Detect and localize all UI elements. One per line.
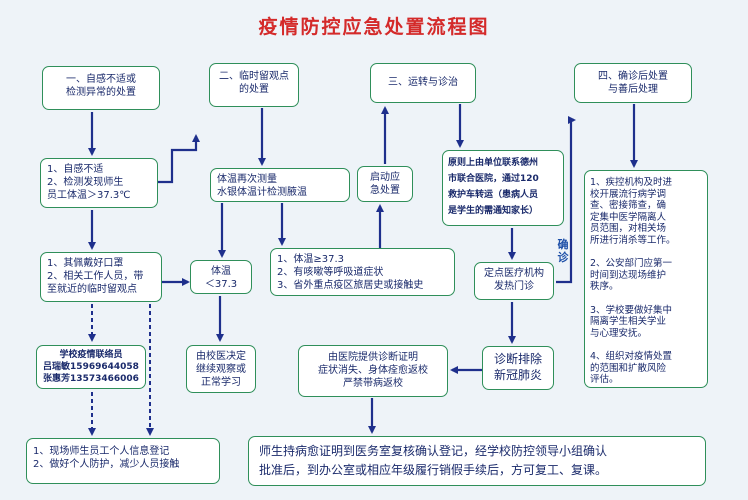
text-line: 学校疫情联络员 (59, 350, 123, 360)
text-line: 由校医决定 (196, 351, 246, 362)
text-line: 所进行消杀等工作。 (590, 234, 676, 246)
text-line: 三、运转与诊治 (388, 77, 458, 88)
box-recheck-temperature: 体温再次测量水银体温计检测腋温 (210, 168, 350, 202)
text-line: 体温再次测量 (217, 174, 277, 185)
text-line: 正常学习 (201, 377, 241, 388)
text-line: 与善后处理 (608, 84, 658, 95)
box-temperature-high: 1、体温≥37.3 2、有咳嗽等呼吸道症状 3、省外重点疫区旅居史或接触史 (270, 248, 455, 296)
text-line: 1、疾控机构及时进 (590, 177, 673, 188)
text-line: 时间到达现场维护 (590, 269, 667, 281)
header-step-3: 三、运转与诊治 (370, 63, 476, 103)
text-line: 员工体温＞37.3℃ (47, 190, 131, 201)
text-line: 检测异常的处置 (66, 87, 136, 98)
box-nurse-decides: 由校医决定继续观察或正常学习 (186, 345, 256, 393)
text-line: 1、其佩戴好口罩 (47, 258, 124, 269)
text-line: 市联合医院，通过120 (448, 174, 539, 184)
text-line (590, 339, 702, 351)
box-hospital-certificate: 由医院提供诊断证明症状消失、身体痊愈返校严禁带病返校 (298, 345, 448, 397)
text-line: 校开展流行病学调 (590, 188, 667, 200)
header-step-4: 四、确诊后处置与善后处理 (574, 63, 692, 103)
text-line: 是学生的需通知家长） (448, 206, 539, 216)
arrow-clinic-confirmed (556, 116, 576, 284)
box-return-to-work: 师生持病愈证明到医务室复核确认登记，经学校防控领导小组确认批准后，到办公室或相应… (248, 436, 706, 486)
text-line: 评估。 (590, 374, 619, 386)
text-line: 2、检测发现师生 (47, 177, 124, 188)
text-line: 2、相关工作人员，带 (47, 271, 144, 282)
box-exclude-covid: 诊断排除新冠肺炎 (482, 346, 554, 390)
text-line: 症状消失、身体痊愈返校 (318, 365, 428, 376)
box-school-liaison: 学校疫情联络员吕瑞敏15969644058 张惠芳13573466006 (36, 345, 146, 389)
page-title: 疫情防控应急处置流程图 (258, 16, 490, 38)
text-line: 四、确诊后处置 (598, 71, 668, 82)
text-line: ＜37.3 (204, 279, 238, 290)
text-line: 诊断排除 (493, 352, 542, 366)
box-wear-mask: 1、其佩戴好口罩 2、相关工作人员，带至就近的临时留观点 (40, 252, 162, 302)
text-line: 原则上由单位联系德州 (448, 158, 539, 168)
text-line: 新冠肺炎 (493, 368, 542, 382)
text-line: 发热门诊 (494, 281, 534, 292)
text-line: 张惠芳13573466006 (43, 374, 139, 384)
header-step-2: 二、临时留观点的处置 (209, 63, 299, 107)
label-confirmed: 确诊 (557, 238, 569, 264)
text-line: 1、自感不适 (47, 164, 104, 175)
box-confirmed-actions: 1、疾控机构及时进校开展流行病学调查、密接筛查，确定集中医学隔离人员范围，对相关… (584, 170, 708, 388)
text-line (590, 293, 702, 305)
text-line: 1、体温≥37.3 (277, 254, 345, 265)
text-line: 救护车转运（患病人员 (448, 190, 539, 200)
text-line: 至就近的临时留观点 (47, 284, 137, 295)
box-register-info: 1、现场师生员工个人信息登记 2、做好个人防护，减少人员接触 (26, 438, 220, 484)
text-line: 由医院提供诊断证明 (328, 352, 418, 363)
text-line: 严禁带病返校 (343, 378, 403, 389)
text-line: 启动应 (370, 172, 400, 183)
box-self-unwell: 1、自感不适 2、检测发现师生员工体温＞37.3℃ (40, 158, 158, 208)
header-step-1: 一、自感不适或检测异常的处置 (42, 66, 160, 110)
text-line: 定点医疗机构 (484, 268, 544, 279)
text-line: 隔离学生相关学业 (590, 316, 667, 328)
box-temperature-normal: 体温 ＜37.3 (190, 260, 252, 294)
text-line: 批准后，到办公室或相应年级履行销假手续后，方可复工、复课。 (259, 463, 608, 477)
text-line: 的范围和扩散风险 (590, 362, 667, 374)
text-line: 1、现场师生员工个人信息登记 (33, 446, 170, 457)
text-line: 师生持病愈证明到医务室复核确认登记，经学校防控领导小组确认 (259, 444, 608, 458)
text-line: 的处置 (239, 84, 269, 95)
text-line: 2、公安部门应第一 (590, 258, 673, 270)
text-line: 定集中医学隔离人 (590, 211, 667, 223)
arrow-unwell-to-recheck (158, 134, 200, 184)
text-line: 秩序。 (590, 281, 619, 293)
text-line: 与心理安抚。 (590, 327, 648, 339)
text-line: 4、组织对疫情处置 (590, 350, 673, 362)
box-start-emergency: 启动应急处置 (357, 166, 413, 202)
text-line (590, 247, 702, 259)
text-line: 3、省外重点疫区旅居史或接触史 (277, 280, 424, 291)
text-line: 水银体温计检测腋温 (217, 187, 307, 198)
text-line: 员范围，对相关场 (590, 223, 667, 235)
text-line: 查、密接筛查，确 (590, 200, 667, 212)
text-line: 二、临时留观点 (219, 71, 289, 82)
text-line: 吕瑞敏15969644058 (43, 362, 139, 372)
text-line: 体温 (211, 266, 231, 277)
text-line: 急处置 (370, 185, 400, 196)
text-line: 3、学校要做好集中 (590, 304, 673, 316)
text-line: 一、自感不适或 (66, 74, 136, 85)
text-line: 2、有咳嗽等呼吸道症状 (277, 267, 384, 278)
text-line: 继续观察或 (196, 364, 246, 375)
text-line: 2、做好个人防护，减少人员接触 (33, 459, 180, 470)
box-fever-clinic: 定点医疗机构发热门诊 (474, 262, 554, 300)
box-transfer-ambulance: 原则上由单位联系德州市联合医院，通过120 救护车转运（患病人员是学生的需通知家长… (442, 150, 564, 226)
